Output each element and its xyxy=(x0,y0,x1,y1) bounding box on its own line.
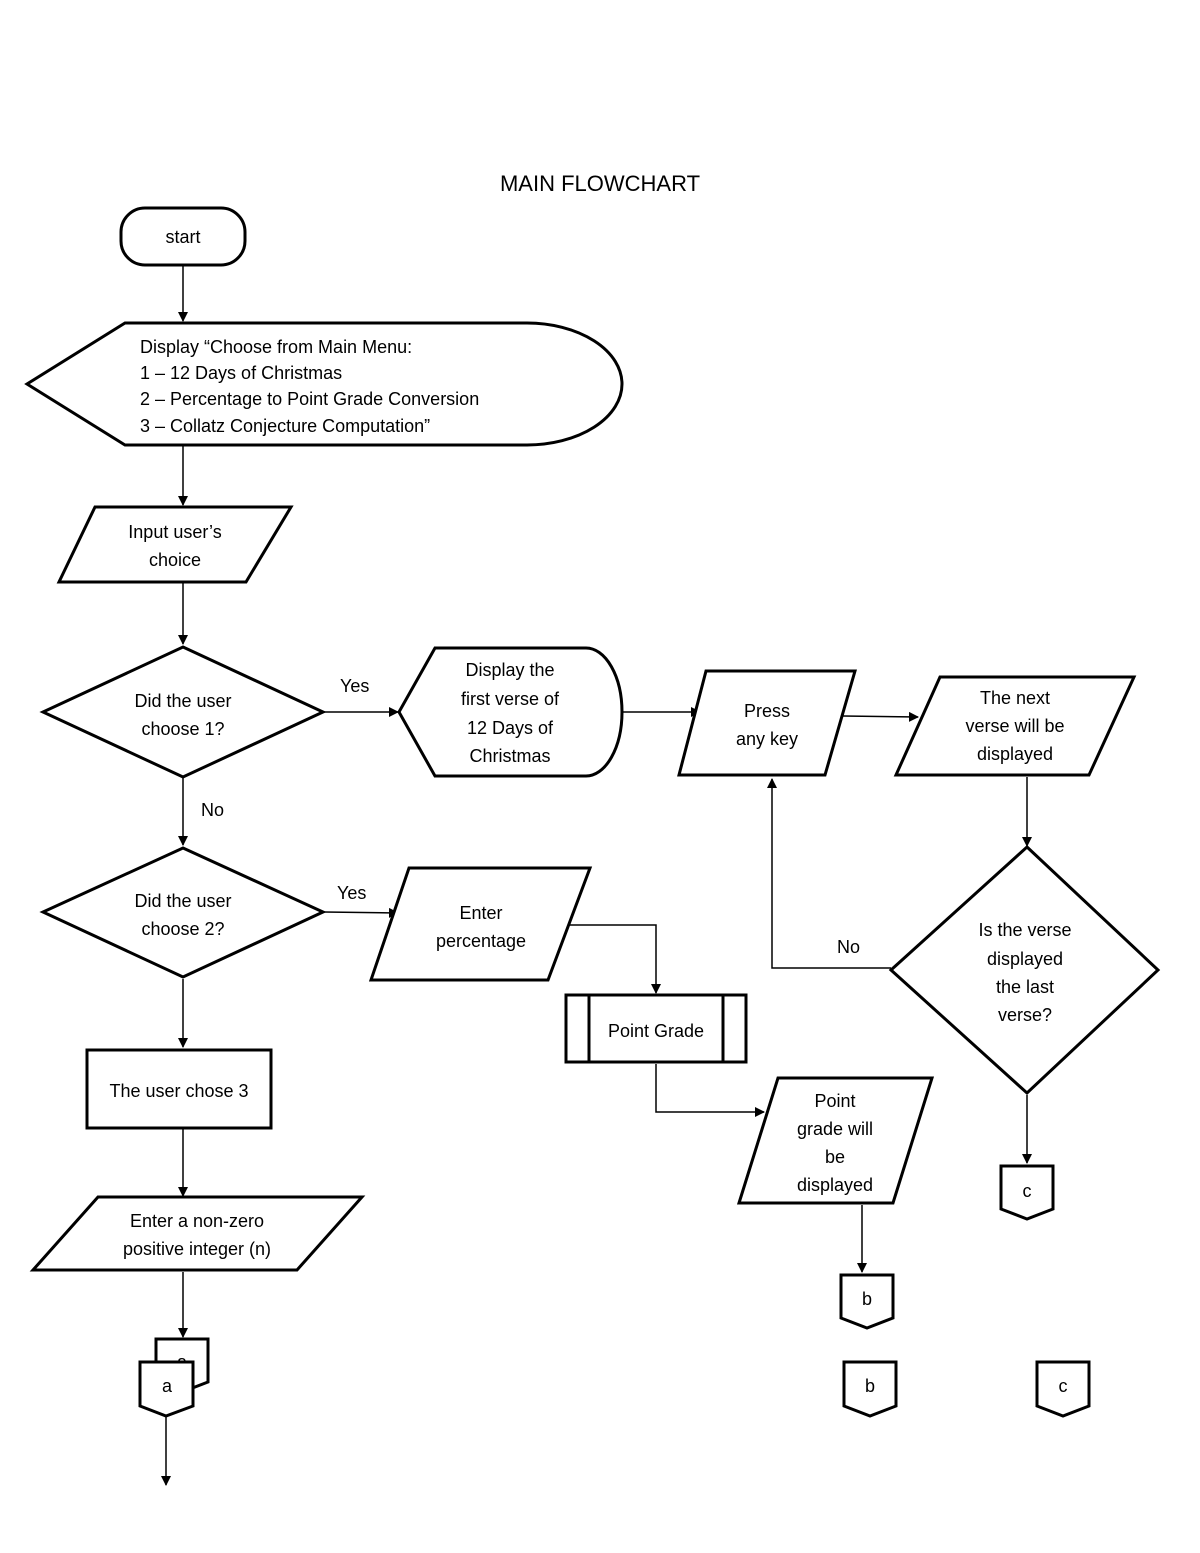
first-verse-line-2: first verse of xyxy=(461,689,560,709)
start-label: start xyxy=(165,227,200,247)
decision-2-shape: Did the user choose 2? xyxy=(39,846,327,979)
connector-a-front-label: a xyxy=(162,1376,173,1396)
flow-lines xyxy=(161,265,1032,1486)
next-verse-line-1: The next xyxy=(980,688,1050,708)
arrow-verse-no-loop xyxy=(767,778,891,969)
menu-line-4: 3 – Collatz Conjecture Computation” xyxy=(140,416,430,436)
point-grade-output-line-3: be xyxy=(825,1147,845,1167)
decision-1-line-2: choose 1? xyxy=(141,719,224,739)
next-verse-line-2: verse will be xyxy=(965,716,1064,736)
enter-integer-line-2: positive integer (n) xyxy=(123,1239,271,1259)
connector-b-bottom: b xyxy=(842,1360,898,1418)
enter-percentage-line-2: percentage xyxy=(436,931,526,951)
point-grade-output-line-2: grade will xyxy=(797,1119,873,1139)
user-chose-3-shape: The user chose 3 xyxy=(85,1048,273,1130)
enter-percentage-shape: Enter percentage xyxy=(368,866,593,982)
point-grade-process-shape: Point Grade xyxy=(564,993,748,1064)
last-verse-line-3: the last xyxy=(996,977,1054,997)
decision-1-no-label: No xyxy=(201,800,224,820)
menu-line-2: 1 – 12 Days of Christmas xyxy=(140,363,342,383)
input-choice-shape: Input user’s choice xyxy=(56,505,294,584)
input-choice-line-2: choice xyxy=(149,550,201,570)
connector-b-top: b xyxy=(839,1273,895,1330)
first-verse-display-shape: Display the first verse of 12 Days of Ch… xyxy=(397,646,624,778)
connector-c-bottom: c xyxy=(1035,1360,1091,1418)
menu-line-1: Display “Choose from Main Menu: xyxy=(140,337,412,357)
menu-line-3: 2 – Percentage to Point Grade Conversion xyxy=(140,389,479,409)
page-title: MAIN FLOWCHART xyxy=(500,171,700,196)
arrow-pointgrade-to-output xyxy=(655,1064,765,1117)
last-verse-line-2: displayed xyxy=(987,949,1063,969)
press-key-line-1: Press xyxy=(744,701,790,721)
decision-1-shape: Did the user choose 1? xyxy=(39,645,327,779)
start-terminator: start xyxy=(119,206,247,267)
next-verse-shape: The next verse will be displayed xyxy=(893,675,1137,777)
connector-b-top-label: b xyxy=(862,1289,872,1309)
decision-1-line-1: Did the user xyxy=(134,691,231,711)
enter-percentage-line-1: Enter xyxy=(459,903,502,923)
last-verse-decision-shape: Is the verse displayed the last verse? xyxy=(888,844,1161,1096)
point-grade-output-line-4: displayed xyxy=(797,1175,873,1195)
decision-2-yes-label: Yes xyxy=(337,883,366,903)
last-verse-no-label: No xyxy=(837,937,860,957)
enter-integer-shape: Enter a non-zero positive integer (n) xyxy=(29,1195,366,1272)
first-verse-line-3: 12 Days of xyxy=(467,718,554,738)
point-grade-output-shape: Point grade will be displayed xyxy=(736,1076,935,1205)
decision-1-yes-label: Yes xyxy=(340,676,369,696)
connector-c-top-label: c xyxy=(1023,1181,1032,1201)
press-key-shape: Press any key xyxy=(677,669,857,777)
decision-2-line-2: choose 2? xyxy=(141,919,224,939)
connector-c-bottom-label: c xyxy=(1059,1376,1068,1396)
point-grade-output-line-1: Point xyxy=(814,1091,855,1111)
next-verse-line-3: displayed xyxy=(977,744,1053,764)
user-chose-3-label: The user chose 3 xyxy=(109,1081,248,1101)
enter-integer-line-1: Enter a non-zero xyxy=(130,1211,264,1231)
last-verse-line-4: verse? xyxy=(998,1005,1052,1025)
input-choice-line-1: Input user’s xyxy=(128,522,221,542)
connector-b-bottom-label: b xyxy=(865,1376,875,1396)
arrow-percentage-to-pointgrade xyxy=(566,924,661,994)
display-menu-shape: Display “Choose from Main Menu: 1 – 12 D… xyxy=(24,321,624,447)
connector-c-top: c xyxy=(999,1164,1055,1221)
first-verse-line-4: Christmas xyxy=(469,746,550,766)
arrow-press-to-next xyxy=(842,711,919,722)
decision-2-line-1: Did the user xyxy=(134,891,231,911)
connector-a-front: a xyxy=(138,1360,195,1418)
arrow-decision2-yes xyxy=(323,907,399,918)
point-grade-process-label: Point Grade xyxy=(608,1021,704,1041)
first-verse-line-1: Display the xyxy=(465,660,554,680)
last-verse-line-1: Is the verse xyxy=(978,920,1071,940)
press-key-line-2: any key xyxy=(736,729,798,749)
